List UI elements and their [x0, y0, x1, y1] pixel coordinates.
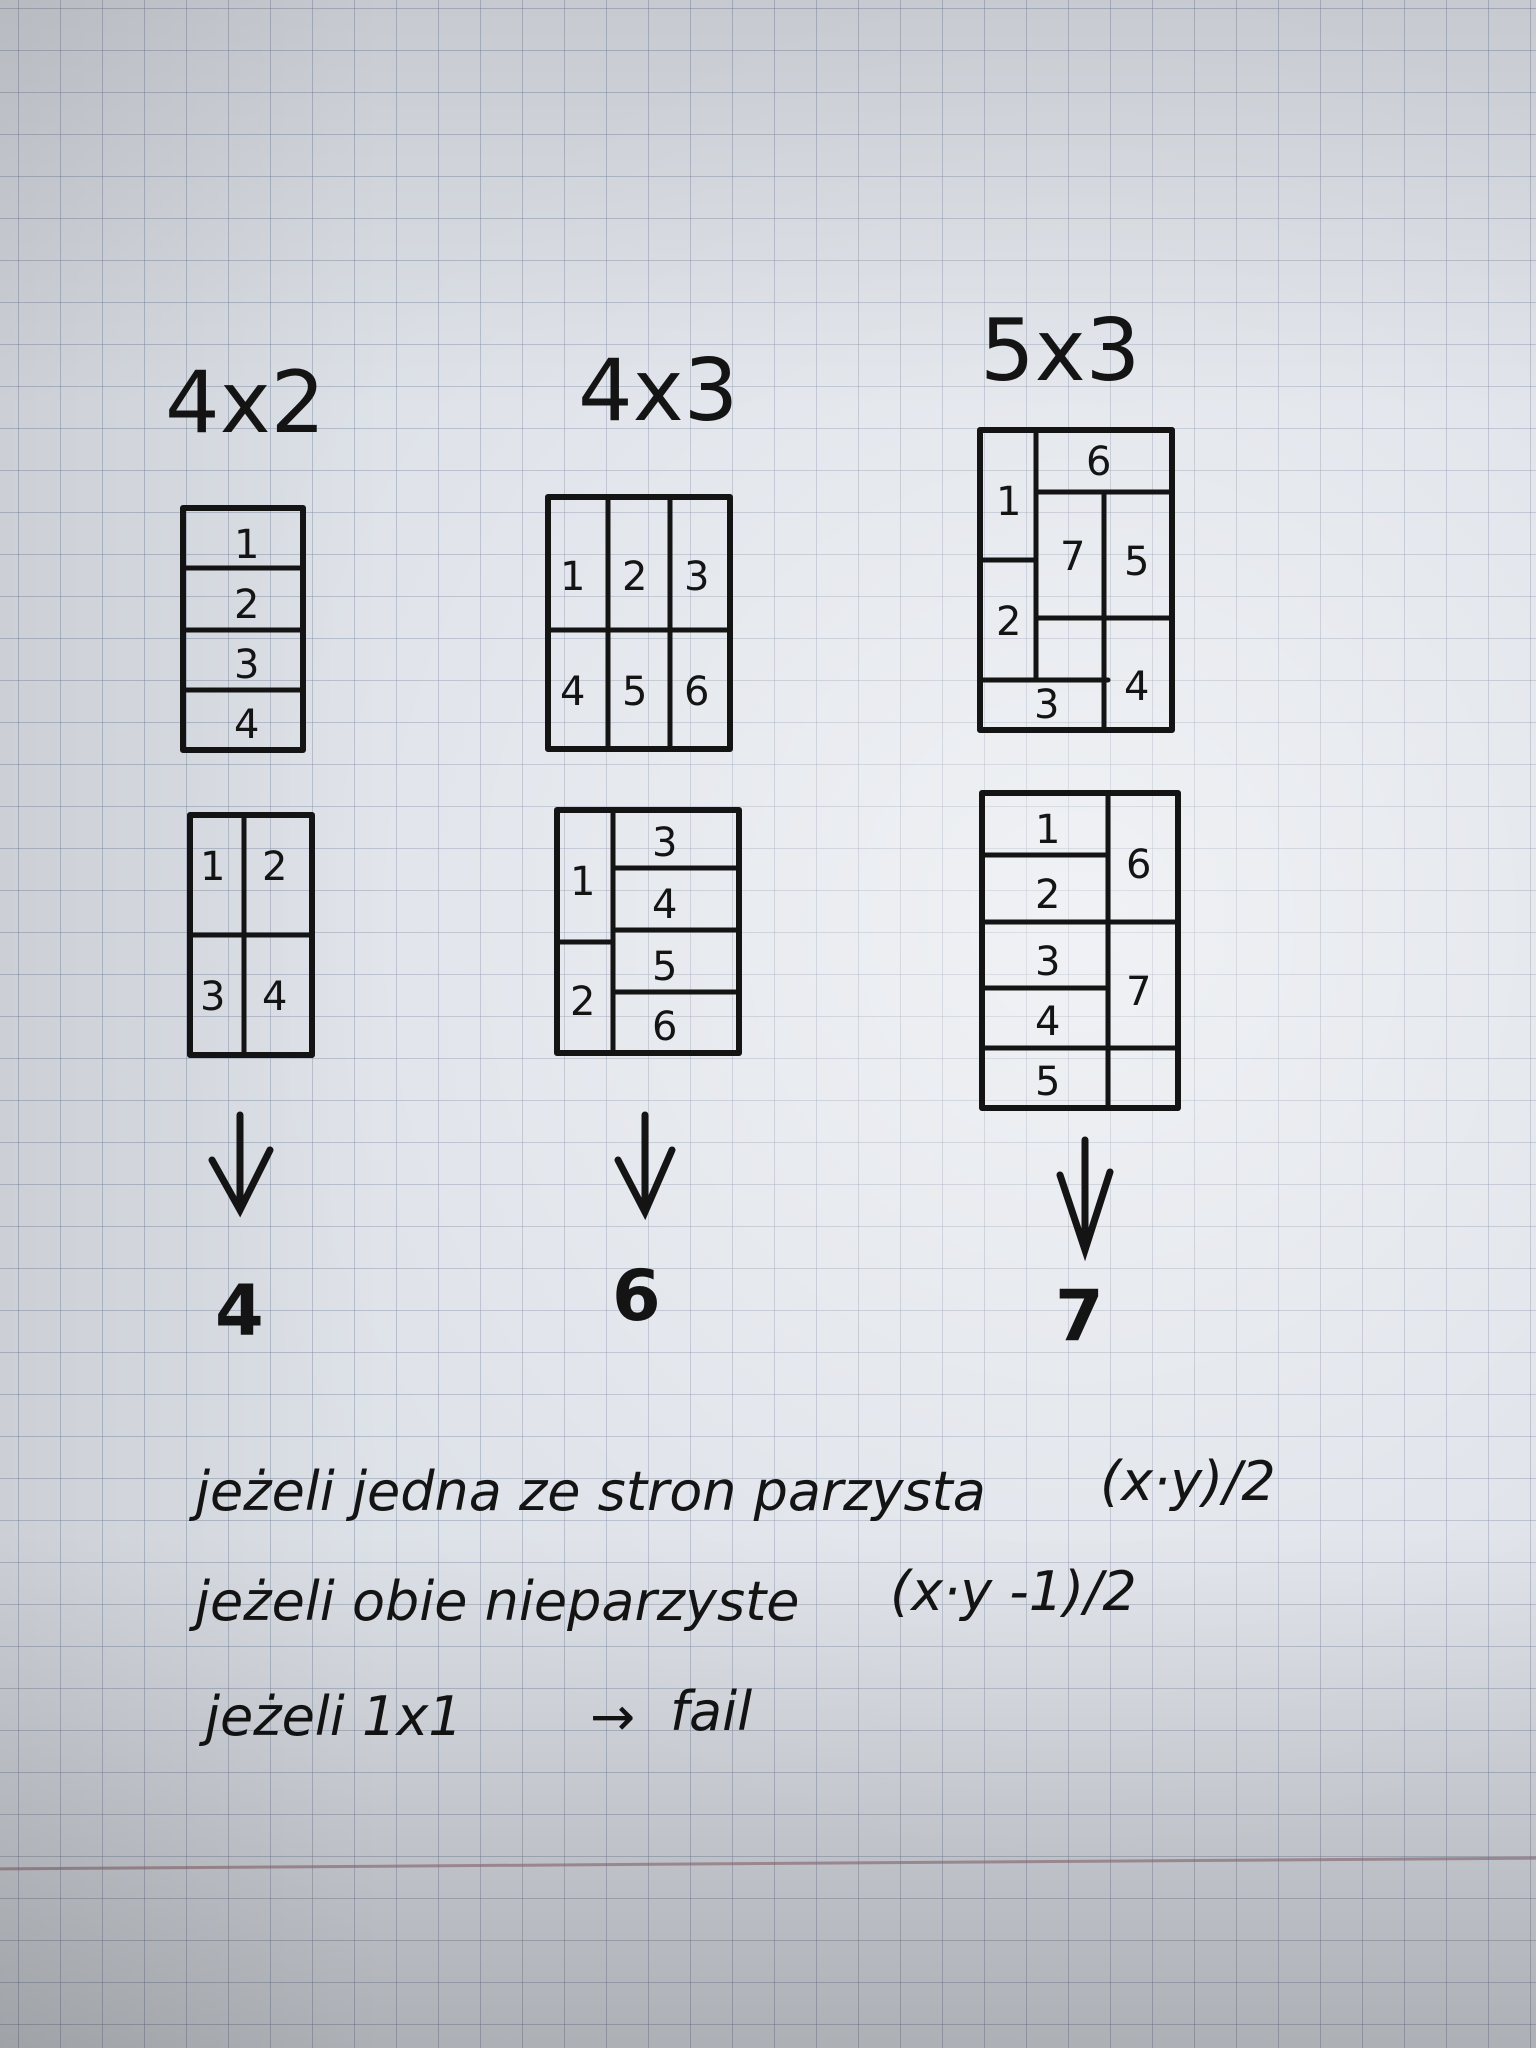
cell-number: 2 [1035, 872, 1060, 918]
cell-number: 1 [996, 479, 1021, 525]
sketch-result-4x3: 6 [612, 1255, 661, 1337]
sketch-title-4x2: 4x2 [165, 353, 325, 453]
sketch-title-4x3: 4x3 [578, 341, 738, 441]
note-line-1: jeżeli jedna ze stron parzysta (x·y)/2 [188, 1450, 1276, 1523]
note-line-3: jeżeli 1x1 → fail [198, 1680, 752, 1748]
cell-number: 7 [1126, 969, 1151, 1015]
cell-number: 5 [652, 944, 677, 990]
cell-number: 1 [1035, 807, 1060, 853]
sketch-result-4x2: 4 [215, 1270, 264, 1352]
cell-number: 4 [1035, 999, 1060, 1045]
cell-number: 6 [684, 669, 709, 715]
cell-number: 1 [234, 522, 259, 568]
cell-number: 4 [1124, 664, 1149, 710]
cell-number: 2 [996, 599, 1021, 645]
note-text: jeżeli 1x1 [198, 1685, 463, 1748]
cell-number: 6 [1126, 842, 1151, 888]
note-line-2: jeżeli obie nieparzyste (x·y -1)/2 [188, 1560, 1137, 1633]
note-formula: (x·y -1)/2 [890, 1560, 1137, 1623]
cell-number: 5 [622, 669, 647, 715]
cell-number: 4 [234, 702, 259, 748]
cell-number: 5 [1124, 539, 1149, 585]
cell-number: 2 [622, 554, 647, 600]
cell-number: 3 [652, 820, 677, 866]
tiling-5x3-stacked: 1 2 3 4 5 6 7 [979, 790, 1181, 1111]
sketch-title-5x3: 5x3 [980, 301, 1140, 401]
note-formula: fail [670, 1680, 752, 1743]
cell-number: 6 [652, 1004, 677, 1050]
cell-number: 1 [570, 859, 595, 905]
cell-number: 2 [234, 582, 259, 628]
cell-number: 2 [262, 844, 287, 890]
cell-number: 3 [1035, 939, 1060, 985]
down-arrow-icon [1056, 1136, 1114, 1262]
cell-number: 2 [570, 979, 595, 1025]
cell-number: 1 [560, 554, 585, 600]
tiling-4x2-vertical: 1 2 3 4 [187, 812, 315, 1058]
cell-number: 3 [234, 642, 259, 688]
right-arrow-icon: → [590, 1685, 635, 1748]
cell-number: 4 [652, 882, 677, 928]
sketch-result-5x3: 7 [1055, 1275, 1104, 1357]
cell-number: 3 [1034, 682, 1059, 728]
note-text: jeżeli jedna ze stron parzysta [188, 1460, 986, 1523]
cell-number: 7 [1060, 534, 1085, 580]
tiling-5x3-spiral: 1 2 3 4 5 6 7 [977, 427, 1175, 733]
cell-number: 4 [560, 669, 585, 715]
cell-number: 3 [684, 554, 709, 600]
cell-number: 6 [1086, 439, 1111, 485]
down-arrow-icon [614, 1111, 676, 1221]
cell-number: 1 [200, 844, 225, 890]
tiling-4x3-mixed: 1 2 3 4 5 6 [554, 807, 742, 1056]
note-text: jeżeli obie nieparzyste [188, 1570, 800, 1633]
cell-number: 5 [1035, 1059, 1060, 1105]
cell-number: 3 [200, 974, 225, 1020]
cell-number: 4 [262, 974, 287, 1020]
down-arrow-icon [208, 1111, 274, 1218]
note-formula: (x·y)/2 [1100, 1450, 1276, 1513]
tiling-4x3-grid: 1 2 3 4 5 6 [545, 494, 733, 752]
tiling-4x2-horizontal: 1 2 3 4 [180, 505, 306, 753]
